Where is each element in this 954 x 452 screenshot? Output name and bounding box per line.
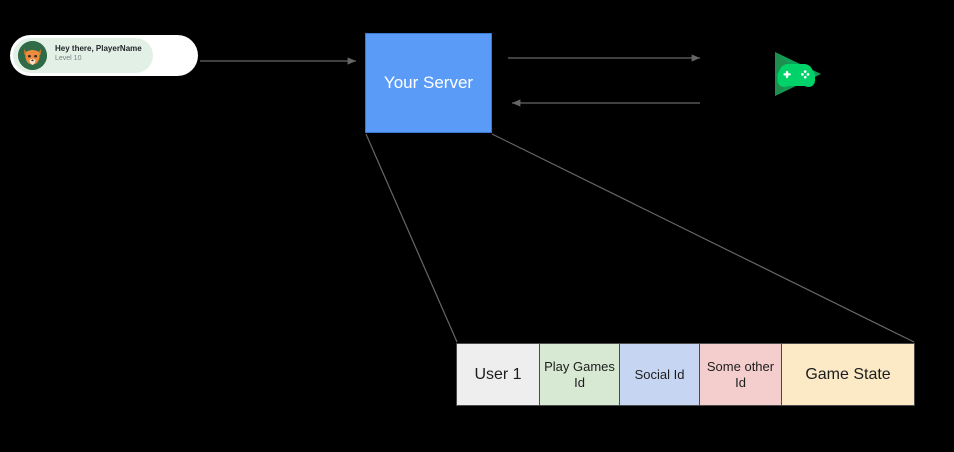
table-cell-social-id: Social Id	[620, 344, 700, 405]
server-node[interactable]: Your Server	[365, 33, 492, 133]
player-greeting: Hey there, PlayerName	[55, 44, 142, 53]
server-label: Your Server	[383, 73, 474, 92]
fox-avatar-icon	[18, 41, 47, 70]
table-cell-some-other-id: Some other Id	[700, 344, 782, 405]
table-cell-game-state: Game State	[782, 344, 914, 405]
line-server-to-table-right	[491, 133, 915, 343]
table-cell-user: User 1	[457, 344, 540, 405]
player-card-text: Hey there, PlayerName Level 10	[55, 43, 142, 64]
google-play-games-icon[interactable]	[771, 50, 829, 98]
line-server-to-table-left	[365, 133, 458, 343]
player-card[interactable]: Hey there, PlayerName Level 10	[10, 35, 198, 76]
user-record-table: User 1 Play Games Id Social Id Some othe…	[456, 343, 915, 406]
player-card-pill: Hey there, PlayerName Level 10	[13, 38, 153, 73]
table-cell-play-games-id: Play Games Id	[540, 344, 620, 405]
player-level: Level 10	[55, 55, 82, 62]
